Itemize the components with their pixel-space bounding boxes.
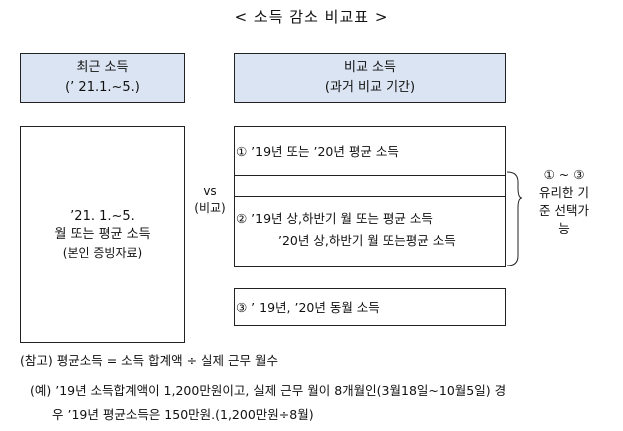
example-note-line-2: 우 ’19년 평균소득은 150만원.(1,200만원÷8월) — [52, 407, 314, 422]
brace-icon — [506, 171, 522, 266]
recent-income-proof: (본인 증빙자료) — [62, 245, 143, 260]
condition-range: ① ~ ③ — [543, 167, 585, 182]
versus-label: vs (비교) — [186, 183, 234, 217]
recent-income-header: 최근 소득 (’ 21.1.~5.) — [20, 53, 185, 103]
recent-income-type: 월 또는 평균 소득 — [54, 226, 151, 242]
selection-condition: ① ~ ③ 유리한 기 준 선택가 능 — [522, 166, 606, 238]
condition-text-2: 준 선택가 — [539, 203, 589, 218]
condition-text-1: 유리한 기 — [539, 185, 589, 200]
recent-income-label: 최근 소득 — [76, 60, 129, 75]
option-2-line-2: ’20년 상,하반기 월 또는평균 소득 — [278, 233, 456, 248]
recent-income-range: ’21. 1.~5. — [70, 208, 135, 224]
reference-note: (참고) 평균소득 = 소득 합계액 ÷ 실제 근무 월수 — [20, 353, 278, 368]
versus-compare-text: (비교) — [194, 201, 226, 215]
option-3: ③ ’ 19년, ’20년 동월 소득 — [236, 300, 380, 315]
compare-income-header: 비교 소득 (과거 비교 기간) — [234, 53, 506, 103]
option-3-box — [234, 288, 506, 326]
recent-income-period: (’ 21.1.~5.) — [65, 80, 140, 95]
compare-income-label: 비교 소득 — [344, 60, 396, 75]
condition-text-3: 능 — [558, 221, 570, 236]
option-2-line-1: ② ’19년 상,하반기 월 또는 평균 소득 — [236, 211, 433, 226]
option-divider-1 — [234, 175, 506, 176]
versus-text: vs — [203, 184, 217, 198]
example-note-line-1: (예) ’19년 소득합계액이 1,200만원이고, 실제 근무 월이 8개월인… — [30, 383, 507, 398]
option-1: ① ’19년 또는 ’20년 평균 소득 — [236, 144, 399, 159]
compare-income-period: (과거 비교 기간) — [324, 80, 416, 95]
page-title: < 소득 감소 비교표 > — [234, 8, 389, 26]
option-divider-2 — [234, 196, 506, 197]
recent-income-box: ’21. 1.~5. 월 또는 평균 소득 (본인 증빙자료) — [20, 126, 185, 343]
